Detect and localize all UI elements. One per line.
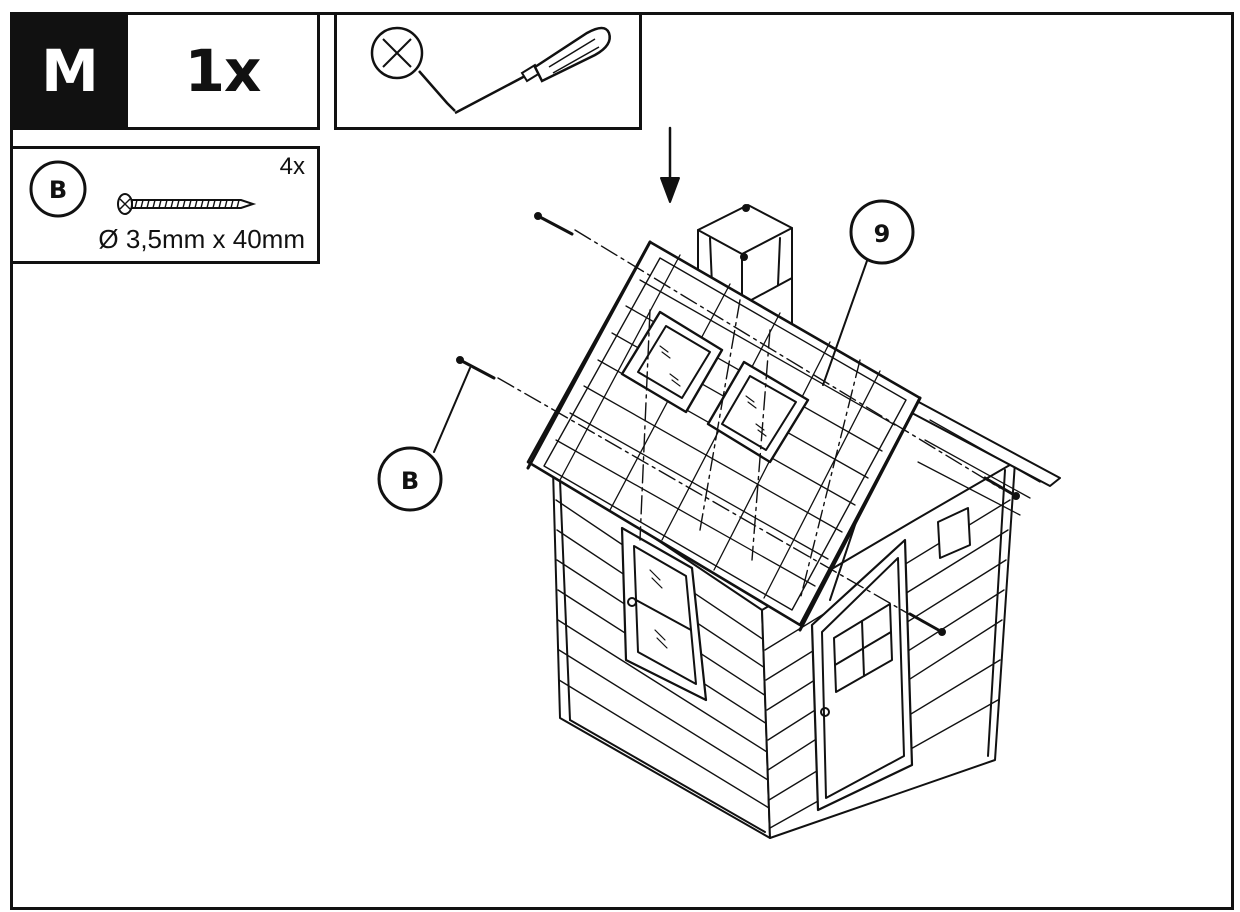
- roof-panel-9: [526, 240, 922, 632]
- step-letter: M: [41, 37, 99, 105]
- left-wall: [552, 469, 771, 839]
- panel-number: 9: [874, 220, 891, 248]
- screws-b: [456, 212, 1020, 636]
- quantity-box: 1x: [125, 12, 320, 130]
- hardware-box: 4x B Ø 3,5mm x 40mm: [10, 146, 320, 264]
- step-quantity: 1x: [184, 37, 262, 105]
- screw-b-leader: [433, 367, 471, 453]
- part-label: B: [49, 176, 67, 204]
- hardware-spec: Ø 3,5mm x 40mm: [98, 224, 305, 254]
- screw-axis-lines: [497, 229, 1001, 626]
- phillips-screwdriver-icon: [370, 26, 611, 115]
- screw-label: B: [401, 467, 419, 495]
- part-label-circle: [29, 160, 87, 218]
- panel-9-leader: [822, 257, 869, 386]
- panel-9-callout: 9: [849, 199, 915, 265]
- screw-illustration: B: [29, 160, 257, 218]
- placement-arrow: [660, 126, 680, 203]
- tool-box: [334, 12, 642, 130]
- step-badge: M: [10, 12, 128, 130]
- hardware-count: 4x: [279, 153, 305, 180]
- front-wall: [761, 461, 1016, 839]
- screw-b-callout: B: [377, 446, 443, 512]
